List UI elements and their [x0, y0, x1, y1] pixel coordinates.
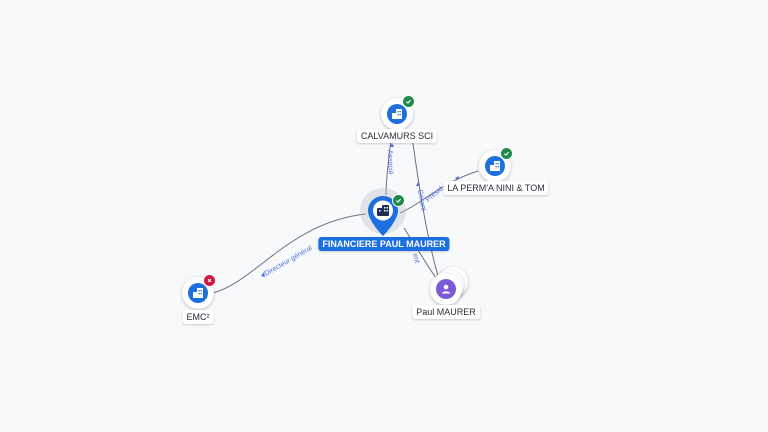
- edge-label-ent: ent: [411, 253, 420, 264]
- building-icon: [188, 283, 208, 303]
- edge-label-directeur-general: Directeur général: [264, 245, 314, 278]
- node-paul-maurer[interactable]: [430, 267, 478, 321]
- edge-label-gerant: Gérant: [416, 189, 427, 211]
- node-label-emc2[interactable]: EMC²: [182, 310, 214, 324]
- main-node-pin[interactable]: [367, 194, 405, 237]
- status-active-icon: [402, 95, 415, 108]
- node-label-calvamurs-sci[interactable]: CALVAMURS SCI: [356, 129, 438, 143]
- status-active-icon: [500, 147, 513, 160]
- edge-arrow: [416, 182, 420, 186]
- node-la-perma-nini-tom[interactable]: [479, 147, 513, 182]
- edge-gerant: [410, 128, 439, 277]
- person-node: [430, 273, 462, 305]
- edge-arrow: [455, 176, 459, 180]
- node-label-paul-maurer[interactable]: Paul MAURER: [412, 305, 480, 319]
- edge-label-associe: Associé: [386, 150, 394, 175]
- edge-arrow: [390, 143, 394, 147]
- node-calvamurs-sci[interactable]: [381, 95, 415, 130]
- person-icon: [436, 279, 456, 299]
- status-closed-icon: [203, 274, 216, 287]
- edge-arrow: [261, 272, 265, 277]
- edge-president: [399, 170, 479, 214]
- node-label-la-perma-nini-tom[interactable]: LA PERM'A NINI & TOM: [443, 181, 549, 195]
- building-icon: [485, 156, 505, 176]
- node-emc2[interactable]: [182, 274, 216, 309]
- status-active-icon: [392, 194, 405, 207]
- main-node-label[interactable]: FINANCIERE PAUL MAURER: [318, 237, 450, 251]
- edge-paul-main: [403, 227, 437, 279]
- building-icon: [387, 104, 407, 124]
- map-pin-icon: [368, 196, 398, 236]
- edge-directeur-general: [212, 213, 367, 294]
